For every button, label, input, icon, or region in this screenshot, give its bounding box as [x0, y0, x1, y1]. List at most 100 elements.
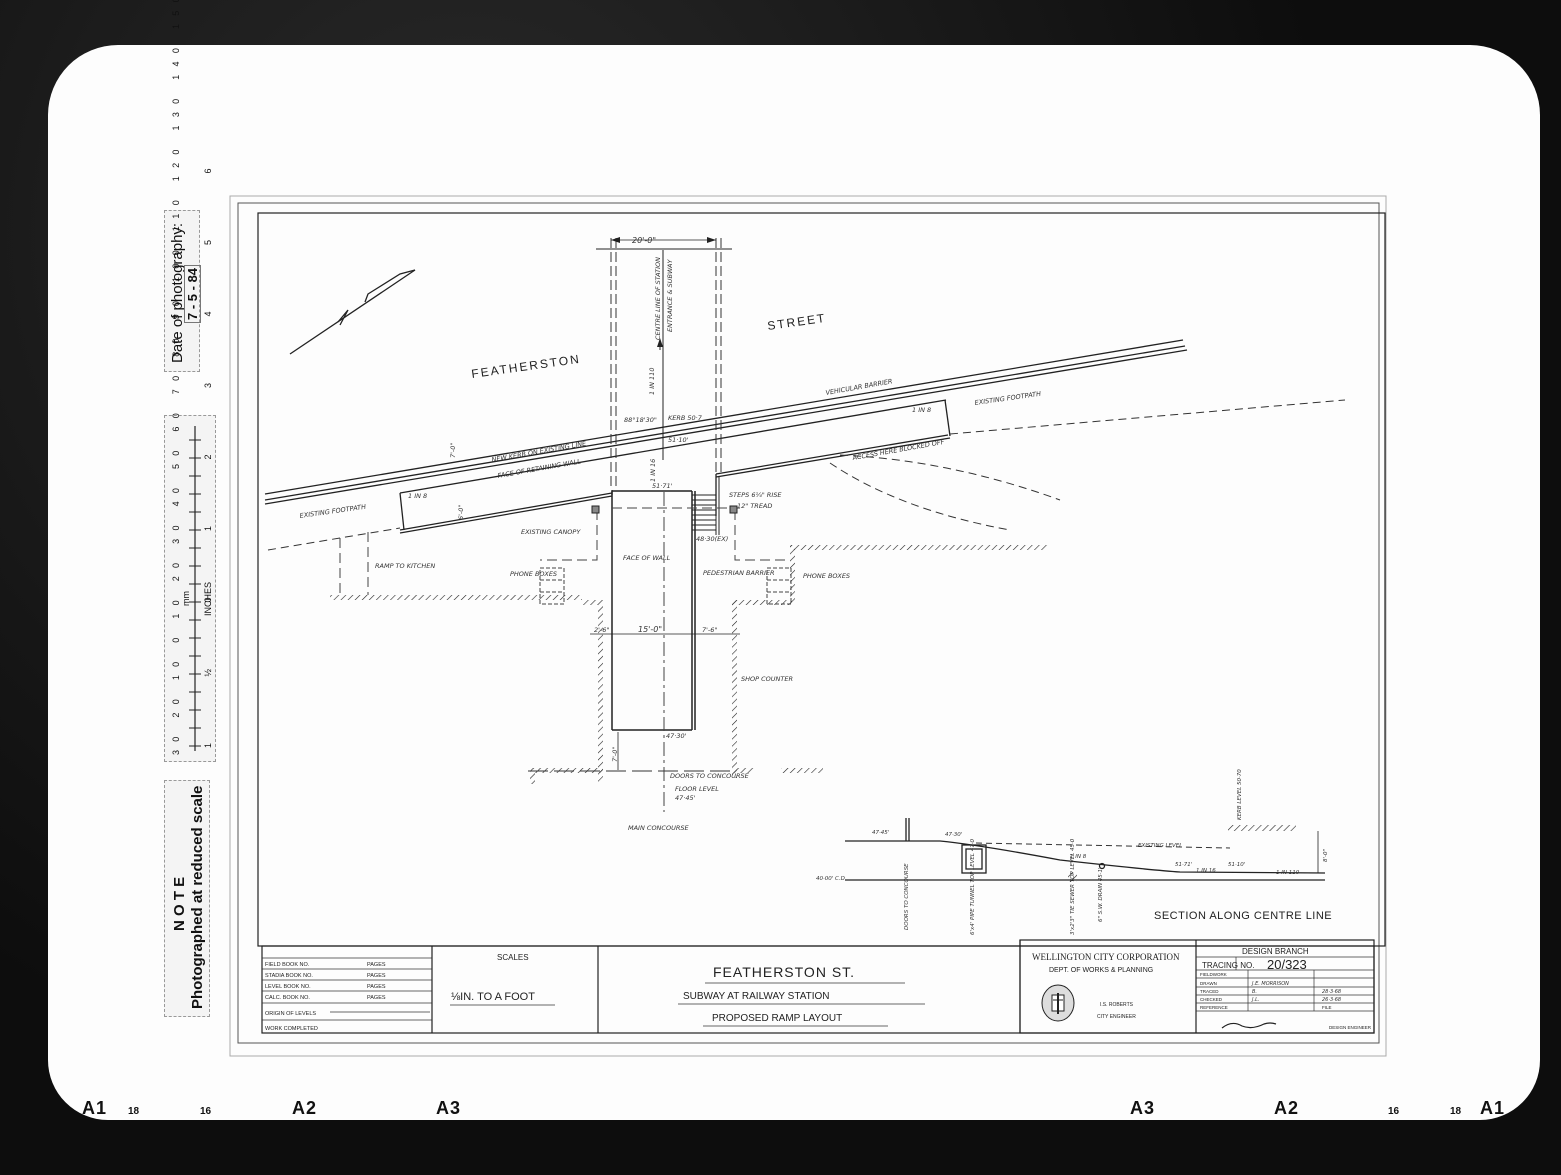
checked-label: CHECKED [1200, 997, 1223, 1002]
org-name: WELLINGTON CITY CORPORATION [1032, 952, 1180, 962]
slope-1in8-right: 1 IN 8 [912, 406, 931, 414]
scale-value: ⅛IN. TO A FOOT [451, 991, 535, 1003]
design-engineer-signature [1221, 1022, 1277, 1029]
film-marker-a2-left: A2 [292, 1098, 318, 1118]
file-label: FILE [1322, 1005, 1332, 1010]
level-5171: 51·71' [652, 482, 673, 490]
kerb-label: KERB 50·7 [668, 414, 703, 422]
film-marker-a3-left: A3 [436, 1098, 462, 1118]
ramp-to-kitchen-label: RAMP TO KITCHEN [375, 562, 435, 570]
work-completed-label: WORK COMPLETED [265, 1026, 318, 1032]
level-4730: 47·30' [666, 732, 687, 740]
section-level-4730: 47·30' [945, 832, 962, 838]
checked-date: 26·3·68 [1322, 997, 1341, 1003]
dim-6ft: 6'-0" [457, 505, 465, 520]
section-existing-level: EXISTING LEVEL [1138, 843, 1182, 849]
section-title: SECTION ALONG CENTRE LINE [1154, 910, 1332, 922]
angle-label: 88°18'30" [624, 416, 657, 424]
slope-1in8-left: 1 IN 8 [408, 492, 427, 500]
engineer-title: CITY ENGINEER [1097, 1014, 1136, 1020]
film-marker-a3-right: A3 [1130, 1098, 1156, 1118]
section-slope-1in110: 1 IN 110 [1276, 870, 1300, 876]
section-note-drain: 6" S.W. DRAIN 45·1' [1098, 867, 1104, 922]
existing-canopy-label: EXISTING CANOPY [521, 528, 581, 536]
street-label-featherston: FEATHERSTON [470, 352, 581, 381]
section-level-5110: 51·10' [1228, 862, 1245, 868]
steps-label: STEPS 6¼" RISE [729, 491, 782, 499]
pedestrian-barrier-label: PEDESTRIAN BARRIER [703, 569, 775, 577]
reference-label: REFERENCE [1200, 1005, 1228, 1010]
level-book-pages: PAGES [367, 984, 386, 990]
slope-1in110-plan: 1 IN 110 [648, 368, 656, 395]
film-marker-a1-right: A1 [1480, 1098, 1506, 1118]
dim-2-6: 2'-6" [594, 626, 609, 634]
city-crest-icon [1041, 984, 1075, 1022]
tread-label: 12" TREAD [737, 502, 772, 510]
level-book-label: LEVEL BOOK NO. [265, 984, 311, 990]
field-book-pages: PAGES [367, 962, 386, 968]
stadia-book-pages: PAGES [367, 973, 386, 979]
drawing-title-1: FEATHERSTON ST. [713, 964, 855, 980]
dim-7-0: 7'-0" [611, 747, 619, 762]
main-concourse-label: MAIN CONCOURSE [628, 824, 689, 832]
section-level-5171: 51·71' [1175, 862, 1192, 868]
film-marker-18-left: 18 [128, 1106, 140, 1117]
scale-ruler: 30 20 10 0 10 20 30 40 50 60 70 80 90 10… [164, 0, 216, 762]
section-note-doors: DOORS TO CONCOURSE [904, 863, 910, 930]
floor-level-label: FLOOR LEVEL [675, 785, 719, 793]
shop-counter-label: SHOP COUNTER [741, 675, 793, 683]
centre-line-label-1: CENTRE LINE OF STATION [654, 257, 662, 340]
film-marker-18-right: 18 [1450, 1106, 1462, 1117]
film-marker-a2-right: A2 [1274, 1098, 1300, 1118]
tracing-no-label: TRACING NO. [1202, 961, 1254, 970]
section-level-4745: 47·45' [872, 830, 889, 836]
film-marker-a1-left: A1 [82, 1098, 108, 1118]
section-kerb-level: KERB LEVEL 50·70 [1237, 769, 1243, 820]
origin-of-levels-label: ORIGIN OF LEVELS [265, 1011, 316, 1017]
dim-7-6: 7'-6" [702, 626, 717, 634]
field-book-label: FIELD BOOK NO. [265, 962, 310, 968]
design-engineer-label: DESIGN ENGINEER [1329, 1025, 1372, 1030]
traced-date: 28·3·68 [1322, 989, 1341, 995]
section-slope-1in16: 1 IN 16 [1196, 868, 1216, 874]
calc-book-pages: PAGES [367, 995, 386, 1001]
face-of-wall-label: FACE OF WALL [623, 554, 671, 562]
drawn-by-value: J.E. MORRISON [1251, 981, 1289, 987]
design-branch-label: DESIGN BRANCH [1242, 947, 1309, 956]
level-4830: 48·30(EX) [696, 535, 728, 543]
existing-footpath-left: EXISTING FOOTPATH [299, 503, 366, 520]
existing-footpath-right: EXISTING FOOTPATH [974, 390, 1041, 407]
fieldwork-label: FIELDWORK [1200, 972, 1227, 977]
section-slope-1in8: 1 IN 8 [1070, 854, 1087, 860]
traced-by-value: B. [1252, 989, 1257, 995]
street-label-street: STREET [766, 311, 827, 333]
centre-line-label-2: ENTRANCE & SUBWAY [666, 258, 674, 332]
north-arrow-icon [289, 269, 416, 355]
vehicular-barrier-label: VEHICULAR BARRIER [825, 377, 893, 397]
doors-to-concourse-label: DOORS TO CONCOURSE [670, 772, 750, 780]
tracing-no-value: 20/323 [1267, 957, 1307, 972]
drawing-title-3: PROPOSED RAMP LAYOUT [712, 1013, 842, 1024]
reduced-scale-note: N O T E Photographed at reduced scale [164, 780, 210, 1017]
floor-level-value: 47·45' [675, 794, 696, 802]
calc-book-label: CALC. BOOK NO. [265, 995, 310, 1001]
section-dim-8ft: 8'-0" [1323, 849, 1329, 862]
engineer-name: I.S. ROBERTS [1100, 1002, 1134, 1008]
scales-heading: SCALES [497, 953, 529, 962]
checked-by-value: J.L. [1251, 997, 1259, 1003]
section-datum: 40·00' C.D. [816, 876, 847, 882]
dim-20ft: 20'-0" [632, 236, 656, 245]
stadia-book-label: STADIA BOOK NO. [265, 973, 313, 979]
section-note-pipe: 6'x4' PIPE TUNNEL TOP LEVEL 47·0 [970, 839, 976, 935]
dim-7ft: 7'-0" [449, 443, 457, 458]
drawing-title-2: SUBWAY AT RAILWAY STATION [683, 991, 830, 1002]
slope-1in16: 1 IN 16 [649, 459, 657, 482]
dim-15ft: 15'-0" [638, 625, 662, 634]
access-blocked-label: ACCESS HERE BLOCKED OFF [851, 438, 945, 462]
phone-boxes-left: PHONE BOXES [510, 570, 557, 578]
org-department: DEPT. OF WORKS & PLANNING [1049, 967, 1153, 974]
traced-label: TRACED [1200, 989, 1219, 994]
phone-boxes-right: PHONE BOXES [803, 572, 850, 580]
drawn-label: DRAWN [1200, 981, 1217, 986]
